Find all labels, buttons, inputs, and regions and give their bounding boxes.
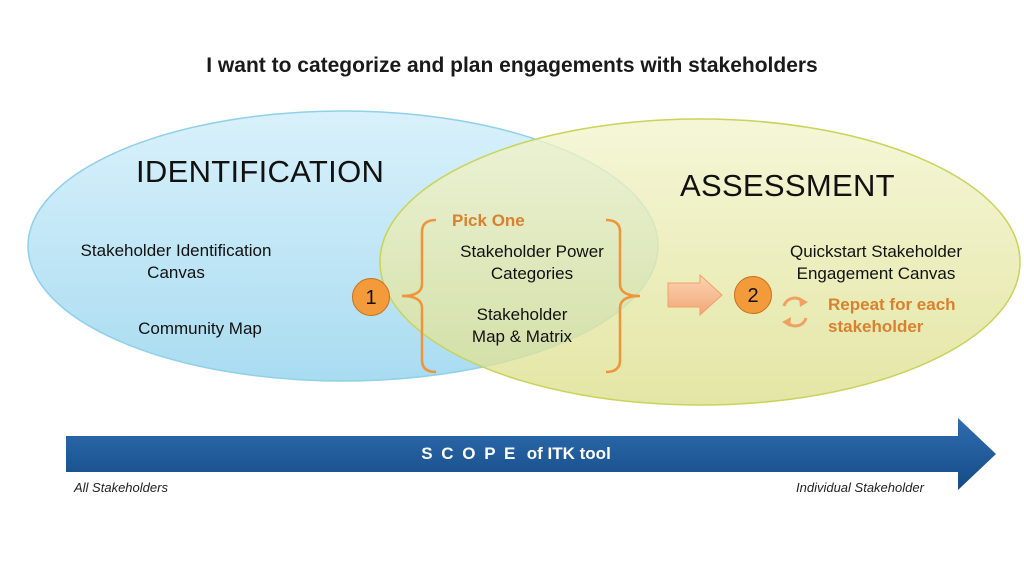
identification-item-canvas-line1: Stakeholder Identification — [80, 241, 272, 260]
identification-heading: IDENTIFICATION — [136, 154, 385, 189]
pick-option-power-line1: Stakeholder Power — [460, 242, 604, 261]
repeat-note: Repeat for each stakeholder — [828, 294, 956, 338]
scope-right-label: Individual Stakeholder — [796, 480, 924, 495]
scope-rest: of ITK tool — [526, 444, 611, 463]
repeat-note-line1: Repeat for each — [828, 295, 956, 314]
pick-option-map-matrix: Stakeholder Map & Matrix — [432, 304, 612, 348]
scope-label: S C O P E of ITK tool — [66, 444, 966, 464]
assessment-item-quickstart: Quickstart Stakeholder Engagement Canvas — [766, 241, 986, 285]
block-arrow — [667, 273, 723, 317]
pick-option-map-line2: Map & Matrix — [471, 327, 573, 346]
step-2-badge: 2 — [734, 276, 772, 314]
right-bracket — [605, 218, 641, 374]
step-1-badge: 1 — [352, 278, 390, 316]
assessment-heading: ASSESSMENT — [680, 168, 895, 203]
pick-option-power-categories: Stakeholder Power Categories — [432, 241, 632, 285]
assessment-item-line2: Engagement Canvas — [796, 264, 956, 283]
page-title: I want to categorize and plan engagement… — [206, 54, 818, 77]
assessment-ellipse — [379, 118, 1021, 406]
pick-option-power-line2: Categories — [490, 264, 574, 283]
scope-left-label: All Stakeholders — [74, 480, 168, 495]
scope-arrow — [66, 418, 996, 490]
cycle-arrowhead-bottom — [782, 317, 791, 327]
cycle-arrowhead-top — [799, 297, 808, 307]
repeat-note-line2: stakeholder — [828, 317, 924, 336]
scope-spaced-word: S C O P E — [421, 444, 518, 463]
left-bracket — [401, 218, 437, 374]
pick-one-label: Pick One — [452, 211, 525, 230]
identification-item-community-map: Community Map — [138, 319, 262, 338]
assessment-item-line1: Quickstart Stakeholder — [790, 242, 962, 261]
pick-option-map-line1: Stakeholder — [476, 305, 568, 324]
identification-item-canvas-line2: Canvas — [147, 263, 205, 282]
identification-item-canvas: Stakeholder Identification Canvas — [56, 240, 296, 284]
